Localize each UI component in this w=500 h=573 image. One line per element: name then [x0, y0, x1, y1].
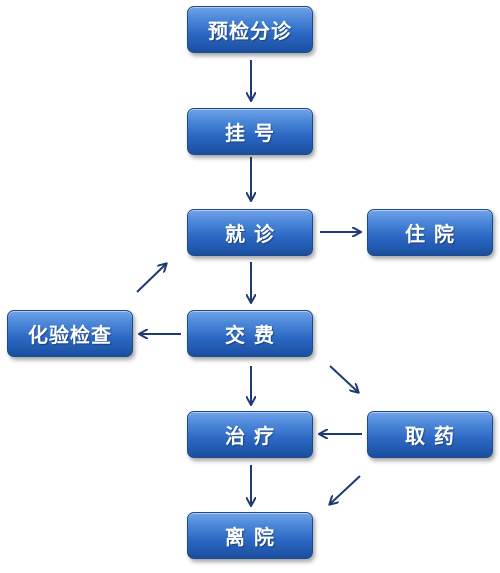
node-consult: 就 诊 [187, 209, 313, 256]
node-payment: 交 费 [187, 310, 313, 357]
node-triage: 预检分诊 [187, 6, 313, 53]
node-treatment: 治 疗 [187, 411, 313, 458]
node-hospitalize: 住 院 [367, 209, 493, 256]
node-lab-test: 化验检查 [7, 310, 133, 357]
node-discharge: 离 院 [187, 512, 313, 559]
node-register: 挂 号 [187, 108, 313, 155]
node-pharmacy: 取 药 [367, 411, 493, 458]
arrow-pharmacy-to-discharge [330, 475, 361, 504]
arrow-payment-to-pharmacy [329, 365, 358, 392]
arrow-lab-test-to-consult [136, 264, 166, 293]
